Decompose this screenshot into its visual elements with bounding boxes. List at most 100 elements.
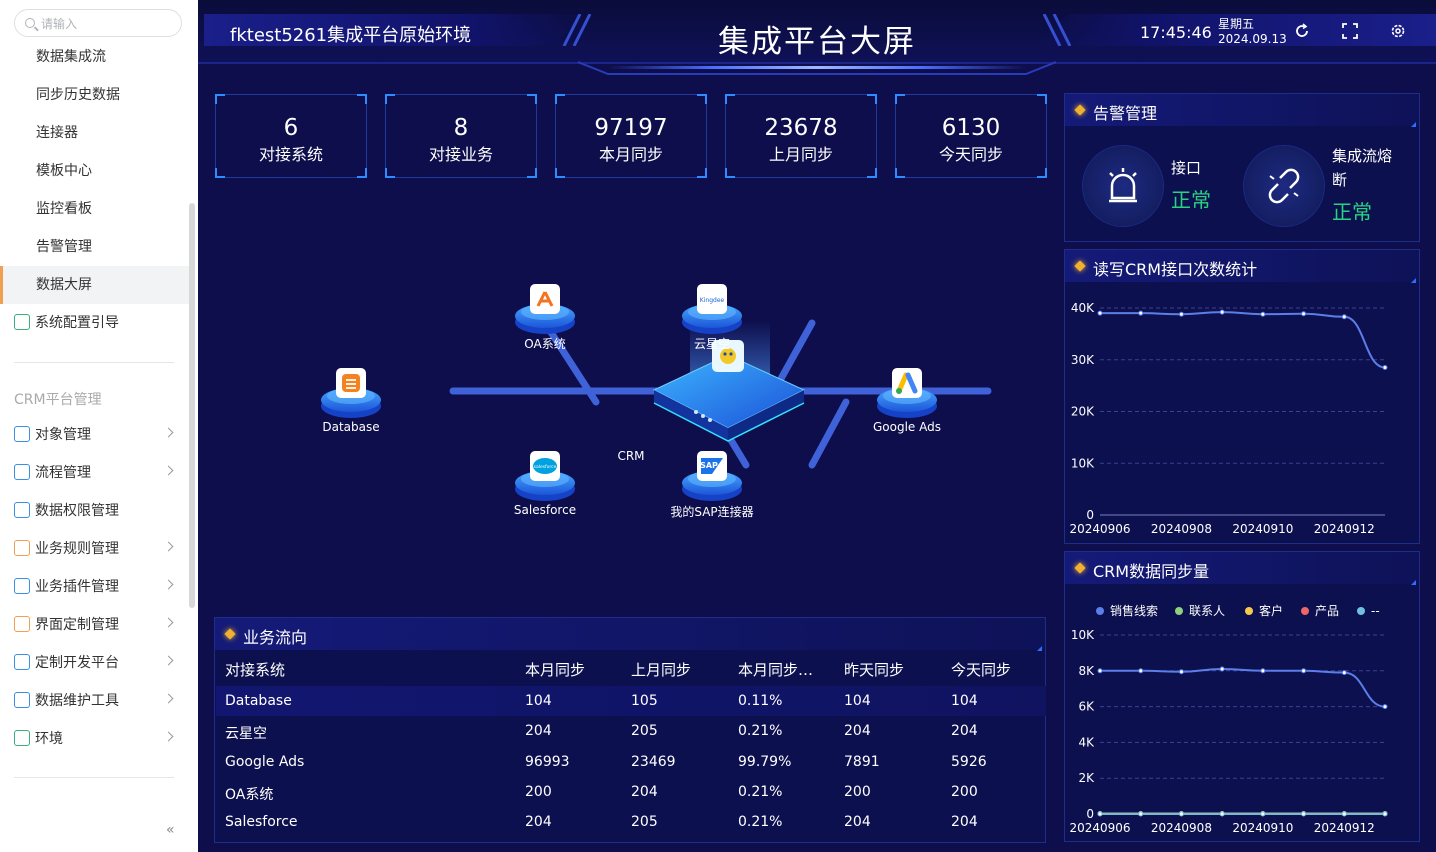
data-point [1178, 669, 1184, 675]
system-node[interactable]: SAP [682, 451, 742, 501]
corner-marker [385, 168, 395, 178]
node-label: OA系统 [524, 337, 566, 351]
kingdee-logo-icon: Kingdee [700, 297, 725, 304]
alarm-circuit-badge [1244, 146, 1324, 226]
sidebar-subitem[interactable]: 告警管理 [36, 239, 92, 255]
sidebar-scrollbar[interactable] [189, 203, 195, 608]
legend-item[interactable]: 联系人 [1175, 604, 1225, 618]
table-cell: Google Ads [225, 753, 305, 770]
corner-marker [697, 94, 707, 104]
legend-item[interactable]: 客户 [1245, 603, 1283, 618]
weekday: 星期五 [1218, 17, 1255, 31]
system-node[interactable]: Kingdee [682, 284, 742, 334]
table-cell: 7891 [844, 753, 880, 770]
sidebar-subitem[interactable]: 同步历史数据 [36, 87, 120, 103]
legend-swatch [1245, 607, 1253, 615]
sidebar-item-label: 定制开发平台 [35, 655, 119, 671]
corner-marker [1411, 122, 1416, 127]
sidebar-item-1[interactable]: 对象管理 [0, 415, 190, 453]
y-tick-label: 6K [1078, 700, 1095, 714]
data-point [1382, 811, 1388, 817]
stat-label: 对接系统 [258, 145, 323, 164]
legend-item[interactable]: -- [1357, 604, 1380, 618]
corner-marker [725, 168, 735, 178]
y-tick-label: 10K [1071, 628, 1095, 642]
layout-icon [14, 616, 30, 632]
database-logo-icon [342, 374, 360, 392]
sidebar-item-label: 业务规则管理 [35, 541, 119, 557]
legend-item[interactable]: 产品 [1301, 604, 1339, 618]
dashboard: fktest5261集成平台原始环境 集成平台大屏 17:45:46 星期五 2… [198, 0, 1436, 852]
sidebar-item-4[interactable]: 业务规则管理 [0, 529, 190, 567]
chart-title: CRM数据同步量 [1093, 562, 1210, 581]
sidebar-item-5[interactable]: 业务插件管理 [0, 567, 190, 605]
data-point [1178, 811, 1184, 817]
sidebar-item-3[interactable]: 数据权限管理 [0, 491, 190, 529]
chevron-right-icon [163, 731, 174, 742]
data-point [1097, 310, 1103, 316]
system-node[interactable] [877, 368, 937, 418]
alarm-item-name: 集成流熔断 [1332, 147, 1393, 189]
corner-marker [215, 168, 225, 178]
search-input[interactable]: 请输入 [14, 9, 182, 37]
x-tick-label: 20240906 [1069, 821, 1130, 835]
node-label: Google Ads [873, 420, 941, 434]
bar-chart-icon [14, 692, 30, 708]
stat-value: 6130 [941, 115, 1001, 141]
sidebar-subitem[interactable]: 连接器 [36, 125, 78, 141]
alarm-interface-badge [1083, 146, 1163, 226]
sidebar-item-label: 界面定制管理 [35, 617, 119, 633]
y-tick-label: 40K [1071, 301, 1095, 315]
sidebar-item-label: 环境 [35, 731, 63, 747]
table-header-cell: 上月同步 [631, 661, 692, 679]
x-tick-label: 20240912 [1314, 821, 1375, 835]
legend-label: -- [1371, 604, 1380, 618]
table-cell: 5926 [951, 753, 987, 770]
sidebar-item-7[interactable]: 定制开发平台 [0, 643, 190, 681]
clock-time: 17:45:46 [1140, 23, 1212, 42]
table-row[interactable] [216, 686, 1046, 716]
x-tick-label: 20240912 [1314, 522, 1375, 536]
y-tick-label: 10K [1071, 456, 1095, 470]
system-node[interactable]: salesforce [515, 451, 575, 501]
x-tick-label: 20240908 [1151, 522, 1212, 536]
table-cell: 104 [844, 693, 871, 709]
group-label: CRM平台管理 [14, 392, 102, 408]
stat-label: 本月同步 [598, 145, 663, 164]
alarm-item-status: 正常 [1171, 188, 1211, 212]
legend-item[interactable]: 销售线索 [1096, 603, 1158, 618]
collapse-sidebar-button[interactable]: « [166, 822, 175, 838]
table-cell: 0.21% [738, 783, 783, 800]
corner-marker [385, 94, 395, 104]
chevron-right-icon [163, 693, 174, 704]
refresh-icon[interactable] [1293, 22, 1311, 40]
sidebar-item-8[interactable]: 数据维护工具 [0, 681, 190, 719]
data-point [1097, 668, 1103, 674]
search-icon [25, 18, 35, 28]
sidebar-item-6[interactable]: 界面定制管理 [0, 605, 190, 643]
x-tick-label: 20240910 [1232, 821, 1293, 835]
corner-marker [895, 94, 905, 104]
data-point [1260, 311, 1266, 317]
settings-gear-icon[interactable] [1389, 22, 1407, 40]
sidebar-subitem[interactable]: 模板中心 [36, 163, 92, 179]
system-node[interactable] [515, 284, 575, 334]
header-stripes-icon [562, 14, 592, 46]
fullscreen-icon[interactable] [1341, 22, 1359, 40]
table-cell: 204 [844, 814, 871, 831]
sidebar-item-9[interactable]: 环境 [0, 719, 190, 757]
sidebar-item-guide[interactable]: 系统配置引导 [0, 303, 190, 341]
data-point [1341, 670, 1347, 676]
sidebar-subitem[interactable]: 监控看板 [36, 201, 92, 217]
sidebar-subitem[interactable]: 数据大屏 [0, 266, 190, 304]
divider [14, 777, 174, 778]
table-header-cell: 本月同步… [738, 661, 814, 679]
system-node[interactable] [321, 368, 381, 418]
sidebar-subitem[interactable]: 数据集成流 [36, 49, 106, 65]
sidebar-item-2[interactable]: 流程管理 [0, 453, 190, 491]
table-cell: 96993 [525, 753, 570, 770]
corner-marker [1037, 646, 1042, 651]
oa-logo-icon [536, 291, 554, 307]
table-cell: 104 [951, 693, 978, 709]
